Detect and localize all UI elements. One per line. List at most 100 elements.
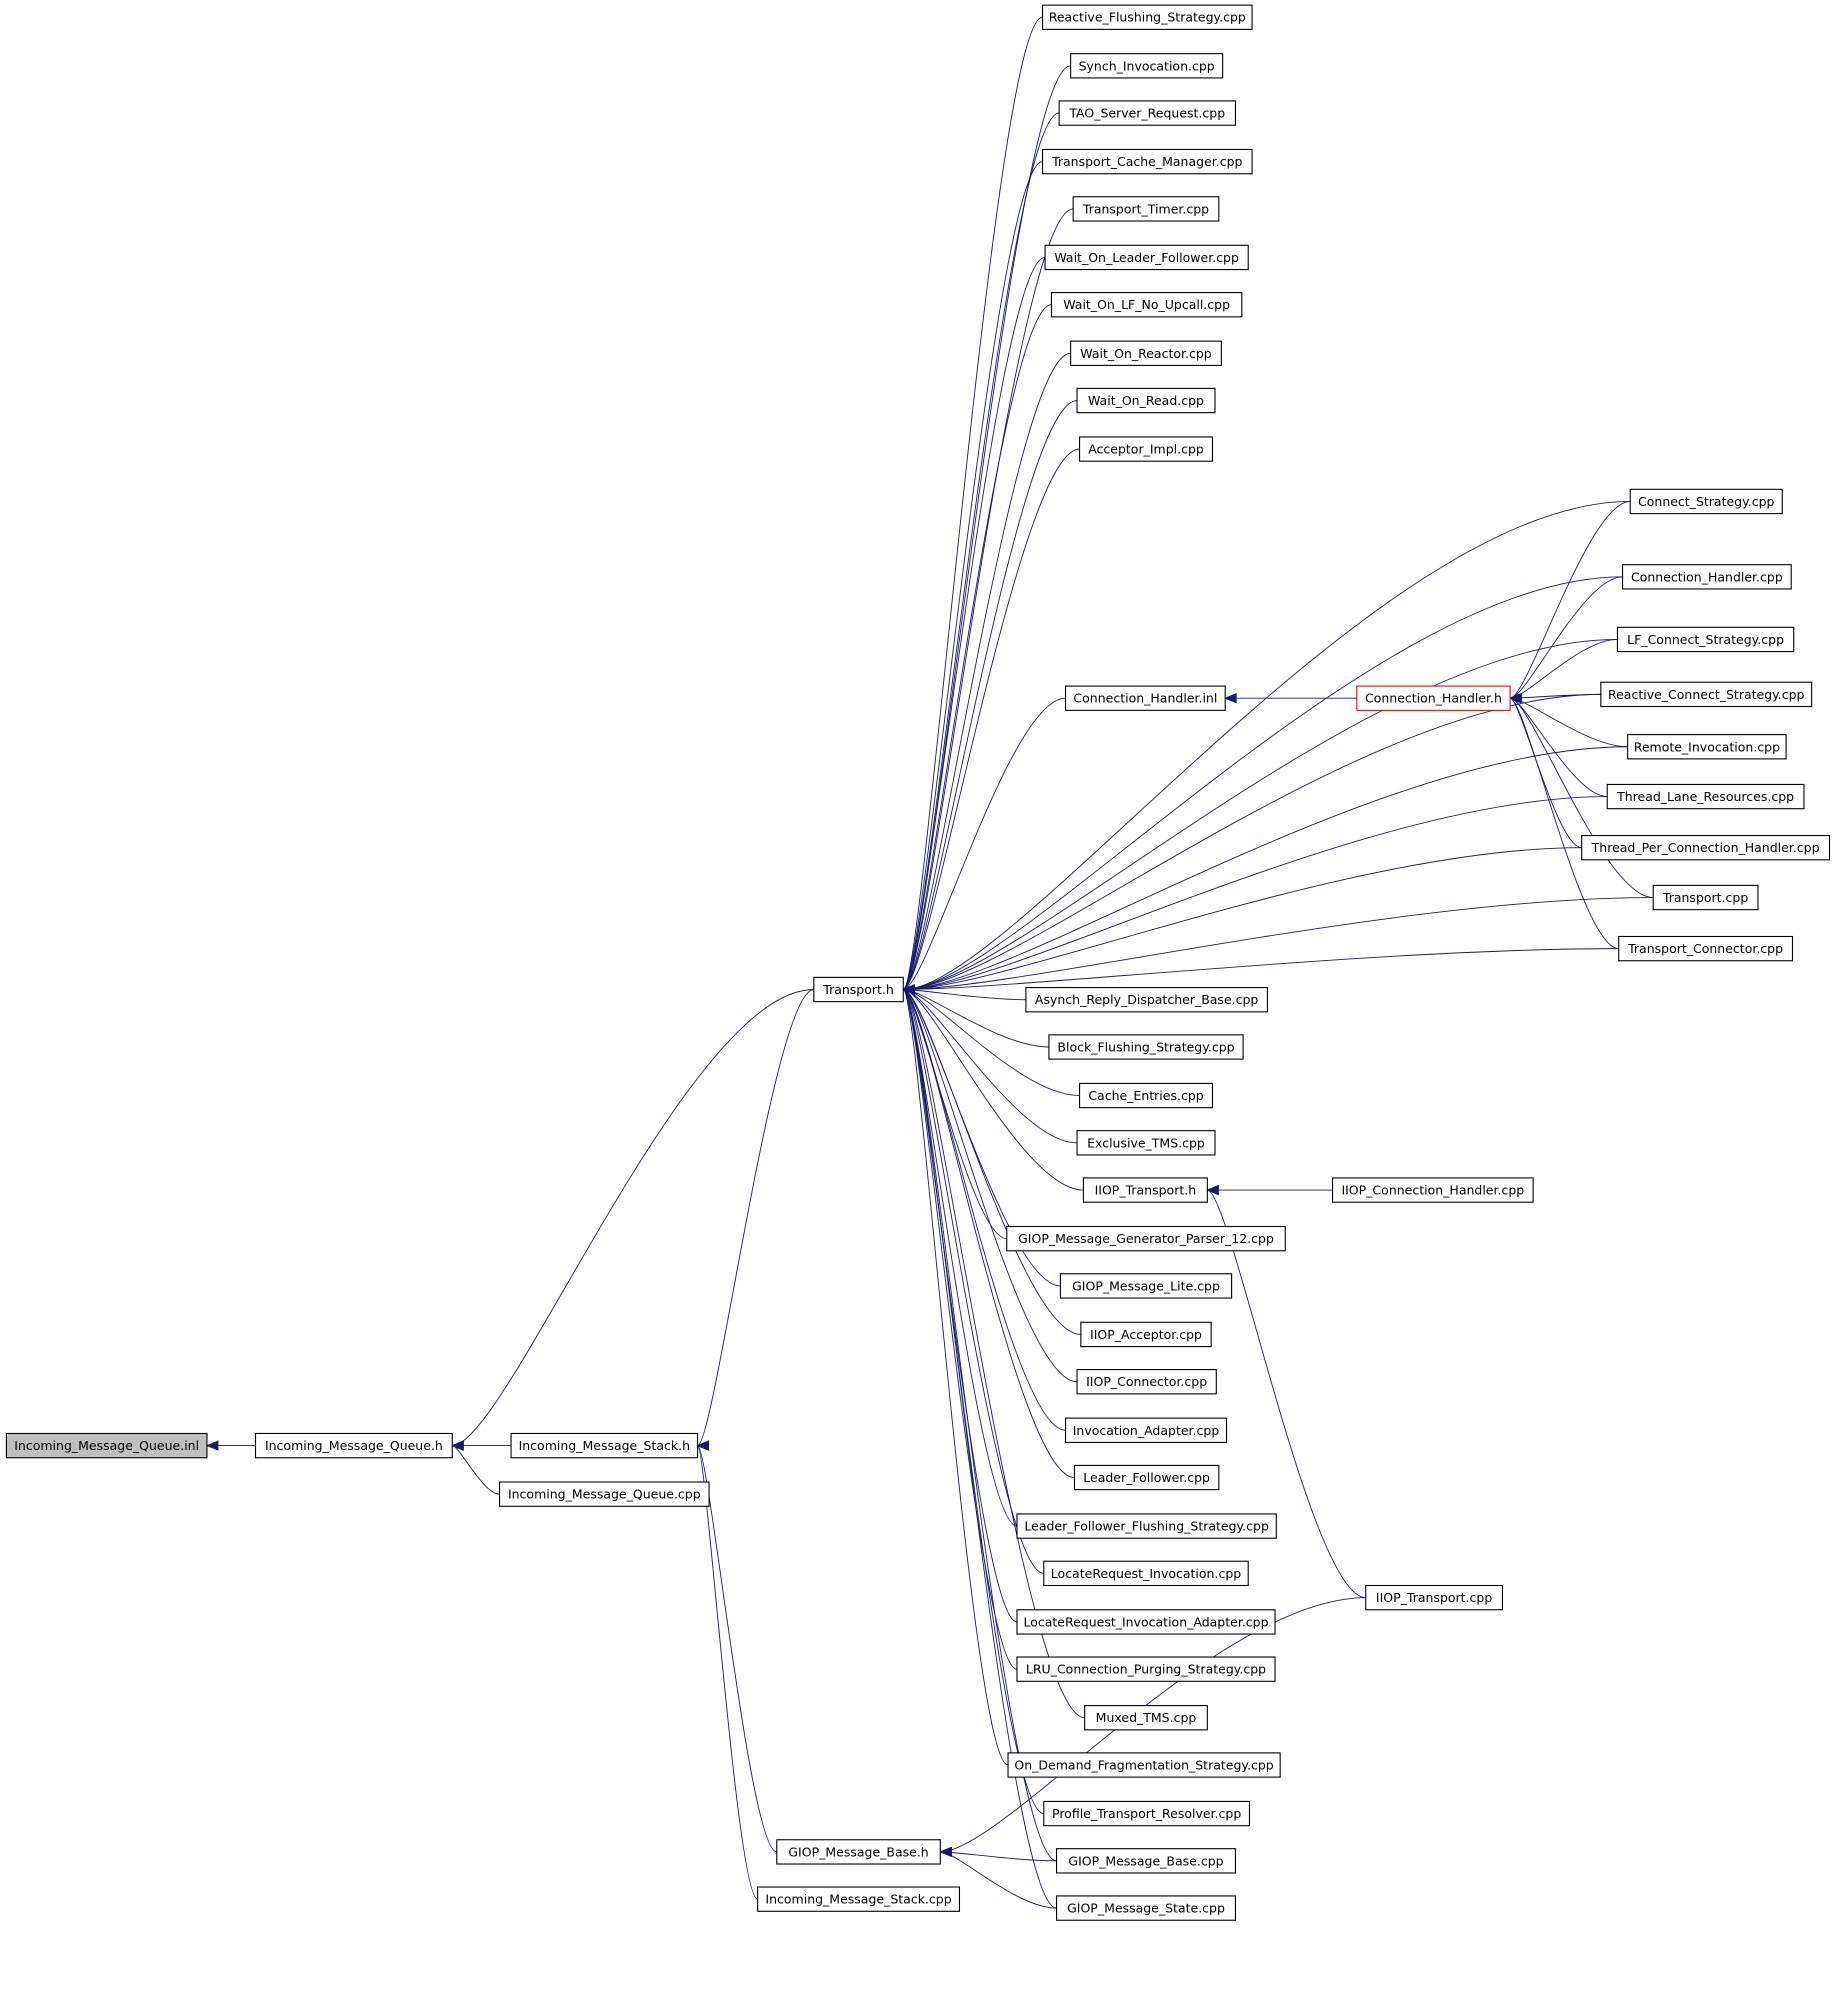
node-label: IIOP_Transport.cpp <box>1376 1590 1492 1605</box>
node-label: Muxed_TMS.cpp <box>1096 1710 1197 1725</box>
node-box <box>1076 387 1216 414</box>
edge-locaterequest_invocation_cpp-to-transport_h <box>902 989 1044 1574</box>
node-giop-message-generator-parser-12-cpp[interactable]: GIOP_Message_Generator_Parser_12.cpp <box>1006 1225 1286 1252</box>
node-label: Leader_Follower_Flushing_Strategy.cpp <box>1024 1519 1269 1534</box>
node-label: Thread_Lane_Resources.cpp <box>1616 789 1794 804</box>
edge-tao_server_request_cpp-to-transport_h <box>902 112 1060 990</box>
node-lf-connect-strategy-cpp[interactable]: LF_Connect_Strategy.cpp <box>1616 626 1795 653</box>
node-incoming-message-queue-cpp[interactable]: Incoming_Message_Queue.cpp <box>498 1481 710 1507</box>
node-label: Incoming_Message_Queue.inl <box>14 1438 199 1453</box>
node-label: GIOP_Message_Base.cpp <box>1068 1853 1223 1868</box>
node-label: On_Demand_Fragmentation_Strategy.cpp <box>1014 1758 1273 1773</box>
node-iiop-transport-h[interactable]: IIOP_Transport.h <box>1082 1177 1208 1203</box>
node-box <box>1084 1705 1208 1731</box>
edge-connection_handler_inl-to-transport_h <box>903 697 1066 990</box>
node-leader-follower-flushing-strategy-cpp[interactable]: Leader_Follower_Flushing_Strategy.cpp <box>1016 1513 1277 1539</box>
node-locaterequest-invocation-adapter-cpp[interactable]: LocateRequest_Invocation_Adapter.cpp <box>1016 1609 1276 1635</box>
edge-transport_h-to-incoming_message_queue_h <box>452 989 814 1447</box>
node-label: Reactive_Connect_Strategy.cpp <box>1608 687 1805 702</box>
node-connection-handler-h[interactable]: Connection_Handler.h <box>1356 685 1511 711</box>
node-label: Transport_Timer.cpp <box>1082 201 1209 216</box>
node-box <box>1044 244 1249 271</box>
edge-lru_connection_purging_strategy_cpp-to-transport_h <box>902 989 1018 1670</box>
node-lru-connection-purging-strategy-cpp[interactable]: LRU_Connection_Purging_Strategy.cpp <box>1016 1656 1276 1682</box>
node-transport-cpp[interactable]: Transport.cpp <box>1652 884 1759 911</box>
node-box <box>1043 1800 1251 1827</box>
node-transport-h[interactable]: Transport.h <box>813 976 904 1003</box>
node-transport-timer-cpp[interactable]: Transport_Timer.cpp <box>1072 196 1220 222</box>
node-label: LocateRequest_Invocation.cpp <box>1051 1566 1241 1581</box>
node-giop-message-lite-cpp[interactable]: GIOP_Message_Lite.cpp <box>1059 1273 1233 1299</box>
node-incoming-message-stack-h[interactable]: Incoming_Message_Stack.h <box>510 1432 699 1459</box>
node-iiop-connection-handler-cpp[interactable]: IIOP_Connection_Handler.cpp <box>1331 1177 1534 1203</box>
node-label: LocateRequest_Invocation_Adapter.cpp <box>1023 1614 1268 1629</box>
edge-reactive_flushing_strategy_cpp-to-transport_h <box>902 16 1043 990</box>
node-giop-message-base-cpp[interactable]: GIOP_Message_Base.cpp <box>1056 1848 1236 1874</box>
node-acceptor-impl-cpp[interactable]: Acceptor_Impl.cpp <box>1079 436 1213 462</box>
node-invocation-adapter-cpp[interactable]: Invocation_Adapter.cpp <box>1064 1417 1228 1443</box>
node-connection-handler-inl[interactable]: Connection_Handler.inl <box>1064 685 1226 711</box>
node-label: GIOP_Message_Base.h <box>788 1844 928 1859</box>
node-thread-per-connection-handler-cpp[interactable]: Thread_Per_Connection_Handler.cpp <box>1581 835 1831 861</box>
node-giop-message-state-cpp[interactable]: GIOP_Message_State.cpp <box>1056 1895 1236 1921</box>
edge-transport_connector_cpp-to-connection_handler_h <box>1509 697 1619 950</box>
node-iiop-transport-cpp[interactable]: IIOP_Transport.cpp <box>1365 1584 1504 1611</box>
node-remote-invocation-cpp[interactable]: Remote_Invocation.cpp <box>1627 734 1787 760</box>
node-box <box>1079 1082 1213 1109</box>
node-iiop-connector-cpp[interactable]: IIOP_Connector.cpp <box>1076 1369 1217 1395</box>
node-incoming-message-stack-cpp[interactable]: Incoming_Message_Stack.cpp <box>757 1886 961 1912</box>
node-box <box>1365 1584 1504 1611</box>
node-wait-on-read-cpp[interactable]: Wait_On_Read.cpp <box>1076 387 1216 414</box>
edge-exclusive_tms_cpp-to-transport_h <box>903 989 1078 1144</box>
node-box <box>1076 1369 1217 1395</box>
edge-giop_message_base_h-to-incoming_message_stack_h <box>697 1445 777 1853</box>
edge-thread_per_connection_handler_cpp-to-transport_h <box>903 847 1582 990</box>
node-wait-on-leader-follower-cpp[interactable]: Wait_On_Leader_Follower.cpp <box>1044 244 1249 271</box>
node-connect-strategy-cpp[interactable]: Connect_Strategy.cpp <box>1629 488 1783 515</box>
node-box <box>510 1432 699 1459</box>
node-profile-transport-resolver-cpp[interactable]: Profile_Transport_Resolver.cpp <box>1043 1800 1251 1827</box>
node-locaterequest-invocation-cpp[interactable]: LocateRequest_Invocation.cpp <box>1043 1560 1249 1587</box>
edge-connect_strategy_cpp-to-connection_handler_h <box>1509 501 1631 699</box>
arrowhead-connection_handler_h-to-connection_handler_inl <box>1224 693 1237 704</box>
node-label: TAO_Server_Request.cpp <box>1068 106 1225 121</box>
node-synch-invocation-cpp[interactable]: Synch_Invocation.cpp <box>1070 53 1224 79</box>
edge-iiop_transport_h-to-transport_h <box>903 989 1084 1191</box>
node-cache-entries-cpp[interactable]: Cache_Entries.cpp <box>1079 1082 1213 1109</box>
node-box <box>1006 1225 1286 1252</box>
node-iiop-acceptor-cpp[interactable]: IIOP_Acceptor.cpp <box>1080 1321 1212 1348</box>
node-box <box>1007 1752 1281 1778</box>
node-label: Wait_On_Reactor.cpp <box>1080 346 1212 361</box>
node-transport-cache-manager-cpp[interactable]: Transport_Cache_Manager.cpp <box>1041 148 1253 175</box>
node-asynch-reply-dispatcher-base-cpp[interactable]: Asynch_Reply_Dispatcher_Base.cpp <box>1025 987 1268 1013</box>
edge-connection_handler_cpp-to-connection_handler_h <box>1509 576 1623 699</box>
node-label: Incoming_Message_Stack.cpp <box>765 1892 951 1907</box>
node-label: Connection_Handler.cpp <box>1631 569 1783 584</box>
node-muxed-tms-cpp[interactable]: Muxed_TMS.cpp <box>1084 1705 1208 1731</box>
node-label: Transport.cpp <box>1662 890 1748 905</box>
node-thread-lane-resources-cpp[interactable]: Thread_Lane_Resources.cpp <box>1606 783 1805 810</box>
node-reactive-flushing-strategy-cpp[interactable]: Reactive_Flushing_Strategy.cpp <box>1041 4 1253 30</box>
node-wait-on-reactor-cpp[interactable]: Wait_On_Reactor.cpp <box>1070 340 1222 366</box>
node-giop-message-base-h[interactable]: GIOP_Message_Base.h <box>776 1839 941 1865</box>
node-transport-connector-cpp[interactable]: Transport_Connector.cpp <box>1618 935 1794 962</box>
node-box <box>1652 884 1759 911</box>
edge-wait_on_leader_follower_cpp-to-transport_h <box>902 256 1046 990</box>
node-box <box>1356 685 1511 711</box>
edge-iiop_transport_cpp-to-iiop_transport_h <box>1207 1189 1366 1599</box>
node-wait-on-lf-no-upcall-cpp[interactable]: Wait_On_LF_No_Upcall.cpp <box>1050 292 1243 318</box>
edge-incoming_message_stack_cpp-to-incoming_message_stack_h <box>697 1445 759 1900</box>
node-incoming-message-queue-h[interactable]: Incoming_Message_Queue.h <box>254 1432 453 1459</box>
node-incoming-message-queue-inl[interactable]: Incoming_Message_Queue.inl <box>5 1432 208 1459</box>
node-reactive-connect-strategy-cpp[interactable]: Reactive_Connect_Strategy.cpp <box>1600 681 1813 708</box>
node-label: Transport_Cache_Manager.cpp <box>1051 154 1242 169</box>
node-exclusive-tms-cpp[interactable]: Exclusive_TMS.cpp <box>1076 1130 1216 1156</box>
node-tao-server-request-cpp[interactable]: TAO_Server_Request.cpp <box>1058 100 1236 126</box>
node-label: IIOP_Connection_Handler.cpp <box>1341 1183 1524 1198</box>
node-box <box>1050 292 1243 318</box>
node-connection-handler-cpp[interactable]: Connection_Handler.cpp <box>1622 564 1792 590</box>
node-block-flushing-strategy-cpp[interactable]: Block_Flushing_Strategy.cpp <box>1048 1034 1244 1060</box>
node-on-demand-fragmentation-strategy-cpp[interactable]: On_Demand_Fragmentation_Strategy.cpp <box>1007 1752 1281 1778</box>
edge-leader_follower_cpp-to-transport_h <box>903 989 1075 1478</box>
node-leader-follower-cpp[interactable]: Leader_Follower.cpp <box>1073 1464 1220 1491</box>
